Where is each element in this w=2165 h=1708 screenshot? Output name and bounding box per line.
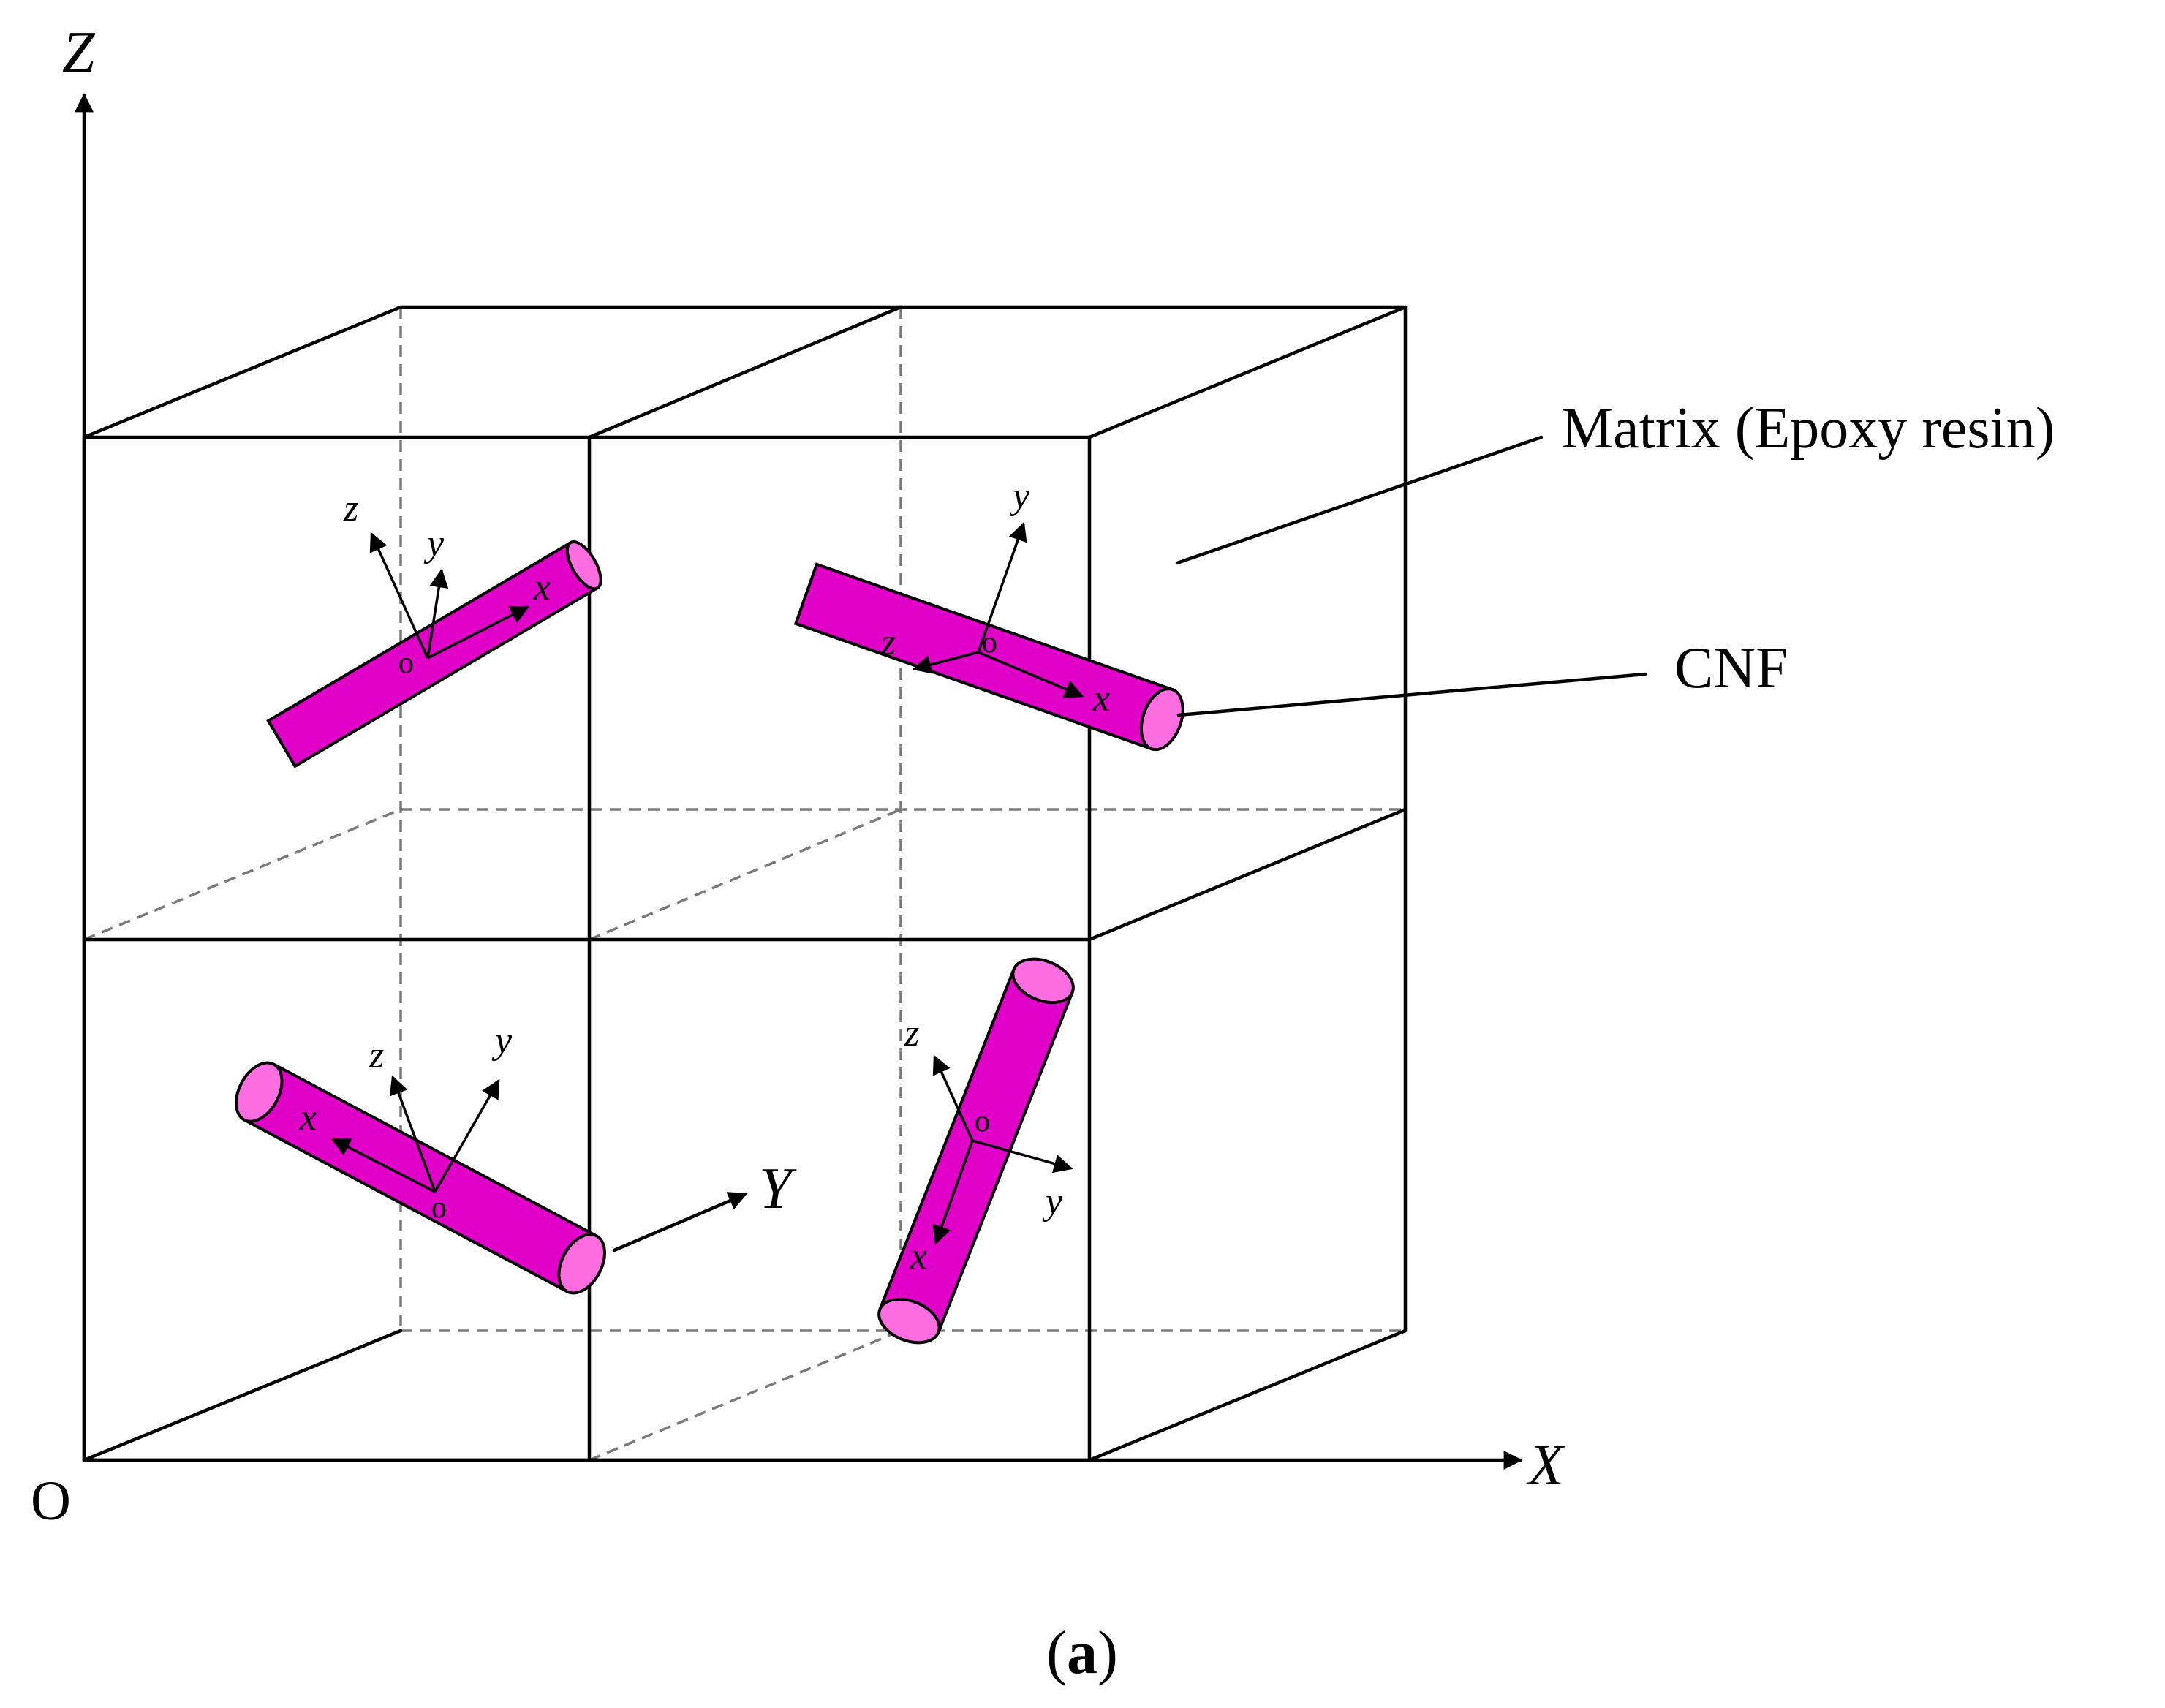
cnf-fiber-4 [877,957,1075,1345]
svg-text:x: x [910,1236,927,1277]
local-axes-2: y x z o [880,475,1110,719]
svg-text:y: y [423,523,445,564]
cnf-fiber-2 [793,562,1184,752]
cnf-label: CNF [1674,636,1788,700]
svg-text:x: x [533,567,551,608]
local-axes-4: z y x o [904,1013,1073,1277]
svg-text:o: o [398,646,414,680]
svg-text:o: o [431,1191,447,1225]
matrix-label: Matrix (Epoxy resin) [1561,396,2055,461]
local-axes-3: z y x o [299,1020,513,1225]
svg-text:y: y [491,1020,513,1062]
hidden-edges [83,307,1405,1462]
global-axes: Z X Y O [31,20,1566,1532]
origin-label: O [31,1470,71,1532]
svg-text:y: y [1042,1181,1063,1223]
svg-text:y: y [1009,475,1030,517]
matrix-cube [82,305,1408,1462]
figure-caption: (a) [1046,1619,1118,1687]
svg-text:x: x [1092,678,1110,719]
svg-text:z: z [904,1013,919,1054]
svg-text:o: o [982,626,997,660]
svg-text:z: z [880,621,896,663]
cnf-fiber-3 [235,1061,606,1295]
svg-text:o: o [975,1105,990,1138]
axis-label-y: Y [759,1157,797,1221]
axis-label-x: X [1526,1433,1566,1497]
y-axis [612,1192,748,1252]
svg-text:z: z [343,488,358,529]
axis-label-z: Z [62,20,96,85]
svg-text:z: z [369,1035,384,1076]
callouts: Matrix (Epoxy resin) CNF [1175,396,2055,717]
svg-text:x: x [299,1097,317,1138]
local-axes-1: z y x o [343,488,551,680]
